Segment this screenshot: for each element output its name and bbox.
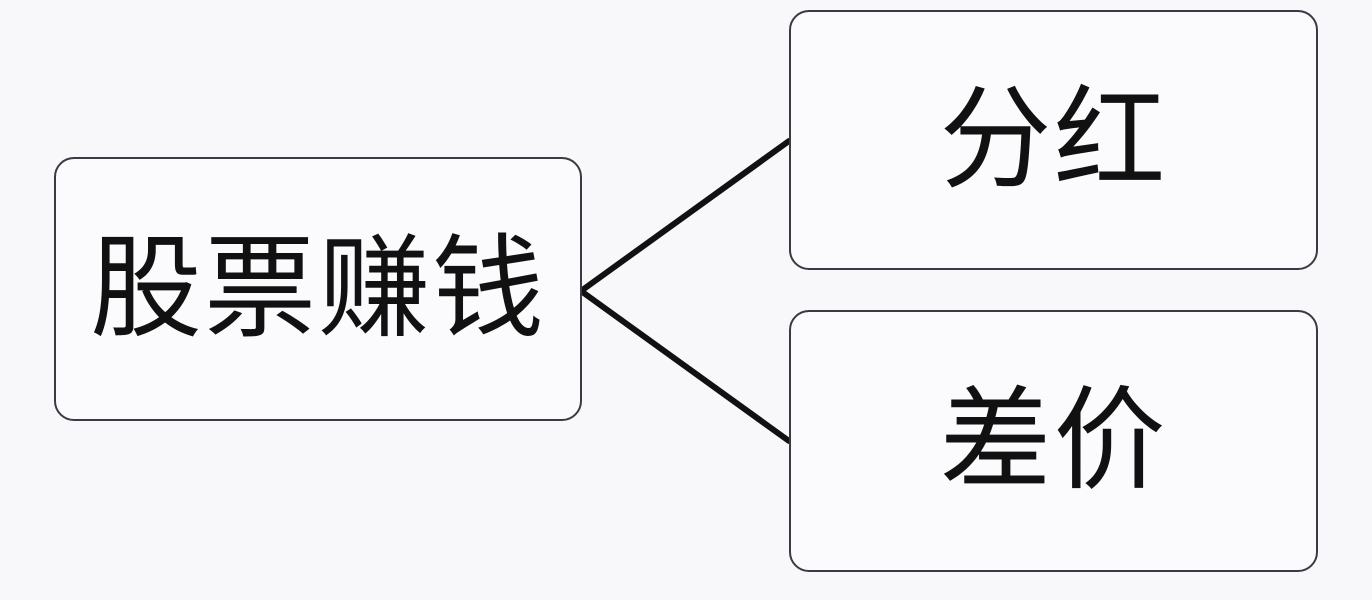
- connector-root-to-dividend: [578, 138, 792, 294]
- connector-root-to-price-difference: [578, 288, 792, 444]
- branch-node-price-difference: 差价: [789, 310, 1318, 572]
- branch-node-dividend-label: 分红: [939, 75, 1168, 205]
- root-node-stock-profit: 股票赚钱: [54, 157, 582, 421]
- branch-node-dividend: 分红: [789, 10, 1318, 270]
- root-node-label: 股票赚钱: [90, 224, 546, 354]
- branch-node-price-difference-label: 差价: [939, 376, 1168, 506]
